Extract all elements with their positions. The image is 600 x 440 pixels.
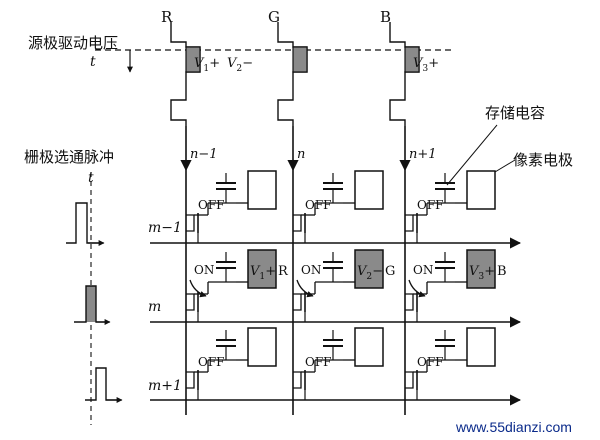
- pixel-cell-0-0: OFF: [186, 170, 277, 243]
- storage-capacitor-leader: [446, 124, 498, 186]
- active-color-label-0: R: [278, 264, 289, 279]
- tft-channel-0-1: [293, 214, 302, 232]
- gate-lines: [150, 237, 522, 406]
- tft-channel-1-1: [293, 293, 302, 311]
- source-voltage-label-2: V3+: [413, 56, 439, 74]
- pixel-electrode-0-0: [247, 170, 277, 210]
- gate-pulse-m-fill: [86, 286, 96, 322]
- source-active-segment-2: [404, 46, 420, 73]
- pixel-cell-2-1: OFF: [293, 327, 384, 400]
- tft-channel-2-2: [405, 371, 414, 389]
- pixel-electrode-2-0: [247, 327, 277, 367]
- pixel-electrode-0-2: [466, 170, 496, 210]
- pixel-cell-1-2: ON V3+B: [405, 249, 507, 322]
- on-label-1: ON: [301, 263, 321, 277]
- gate-pulses: t: [66, 170, 123, 425]
- tft-channel-1-2: [405, 293, 414, 311]
- row-label-1: m: [148, 299, 161, 315]
- row-label-2: m+1: [148, 378, 182, 394]
- on-arrow-2: [408, 279, 426, 298]
- gate-pulse-m-plus-1: [85, 367, 118, 401]
- tft-channel-1-0: [186, 293, 195, 311]
- off-label-2-2: OFF: [417, 355, 444, 369]
- pixel-electrode-1-2: [466, 249, 496, 289]
- pixel-cell-0-1: OFF: [293, 170, 384, 243]
- tft-channel-2-1: [293, 371, 302, 389]
- on-arrow-1: [296, 279, 314, 298]
- source-waveform-1: [277, 22, 308, 126]
- column-color-label-2: B: [380, 8, 391, 26]
- off-label-0-0: OFF: [198, 198, 225, 212]
- watermark: www.55dianzi.com: [455, 419, 572, 435]
- on-label-0: ON: [194, 263, 214, 277]
- source-time-label: t: [90, 54, 96, 70]
- column-index-label-0: n−1: [190, 147, 218, 162]
- source-waveform-0: [170, 22, 201, 126]
- pixel-electrode-2-2: [466, 327, 496, 367]
- active-voltage-label-2: V3+: [469, 264, 495, 282]
- column-color-label-0: R: [161, 8, 173, 26]
- tft-channel-0-2: [405, 214, 414, 232]
- pixel-electrode-2-1: [354, 327, 384, 367]
- source-voltage-label-1: V2−: [227, 56, 253, 74]
- pixel-electrode-1-1: [354, 249, 384, 289]
- gate-pulse-title: 栅极选通脉冲: [24, 148, 114, 166]
- on-arrow-0: [189, 279, 207, 298]
- row-label-0: m−1: [148, 220, 182, 236]
- active-color-label-2: B: [497, 264, 507, 279]
- off-label-0-1: OFF: [305, 198, 332, 212]
- pixel-electrode-0-1: [354, 170, 384, 210]
- column-index-label-2: n+1: [409, 147, 437, 162]
- pixel-cell-0-2: OFF: [405, 170, 496, 243]
- source-voltage-label-0: V1+: [194, 56, 220, 74]
- on-label-2: ON: [413, 263, 433, 277]
- gate-time-label: t: [88, 170, 94, 186]
- pixel-cell-2-0: OFF: [186, 327, 277, 400]
- active-voltage-label-0: V1+: [250, 264, 276, 282]
- pixel-electrode-label: 像素电极: [513, 151, 573, 169]
- column-color-label-1: G: [268, 8, 280, 26]
- active-color-label-1: G: [385, 264, 395, 279]
- storage-capacitor-label: 存储电容: [485, 104, 545, 122]
- active-voltage-label-1: V2−: [357, 264, 383, 282]
- pixel-cell-2-2: OFF: [405, 327, 496, 400]
- off-label-2-1: OFF: [305, 355, 332, 369]
- source-active-segment-1: [292, 46, 308, 73]
- tft-channel-0-0: [186, 214, 195, 232]
- off-label-0-2: OFF: [417, 198, 444, 212]
- pixel-electrode-1-0: [247, 249, 277, 289]
- gate-pulse-m-1: [66, 202, 100, 244]
- source-waveform-2: [389, 22, 420, 126]
- off-label-2-0: OFF: [198, 355, 225, 369]
- tft-channel-2-0: [186, 371, 195, 389]
- pixel-cell-1-0: ON V1+R: [186, 249, 289, 322]
- source-active-segment-0: [185, 46, 201, 73]
- column-index-label-1: n: [297, 147, 305, 162]
- pixel-cell-1-1: ON V2−G: [293, 249, 395, 322]
- source-drive-title: 源极驱动电压: [28, 34, 118, 52]
